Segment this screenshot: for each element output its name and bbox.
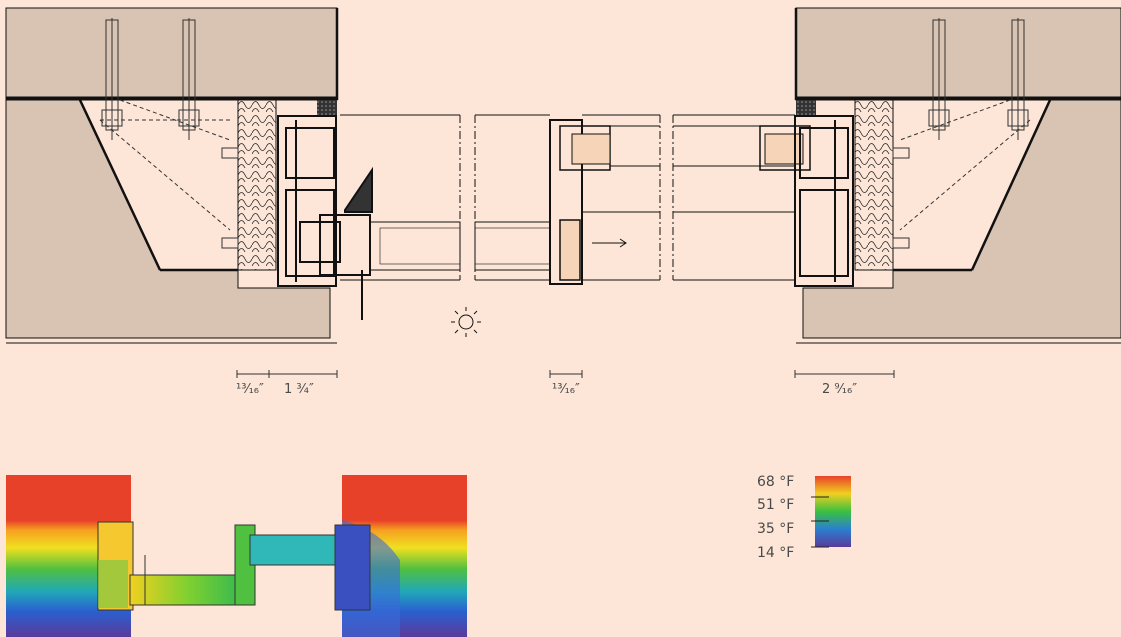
legend-label-51: 51 °F (757, 497, 794, 513)
dimension-left-b: 1 ¾″ (284, 382, 314, 397)
sliding-sash-center (340, 114, 811, 285)
dimension-right: 2 ⁹⁄₁₆″ (822, 382, 857, 397)
legend-label-35: 35 °F (757, 521, 794, 537)
sun-icon (451, 307, 481, 337)
left-wall-assembly (5, 7, 373, 344)
thermal-simulation (6, 475, 467, 637)
legend-label-14: 14 °F (757, 545, 794, 561)
dimension-left-a: ¹³⁄₁₆″ (236, 382, 264, 397)
legend-label-68: 68 °F (757, 474, 794, 490)
arrow-right-icon (592, 238, 627, 248)
dimension-middle: ¹³⁄₁₆″ (552, 382, 580, 397)
dimension-lines (236, 370, 895, 378)
right-wall-assembly (794, 7, 1121, 344)
temperature-legend: 68 °F 51 °F 35 °F 14 °F (757, 474, 851, 561)
